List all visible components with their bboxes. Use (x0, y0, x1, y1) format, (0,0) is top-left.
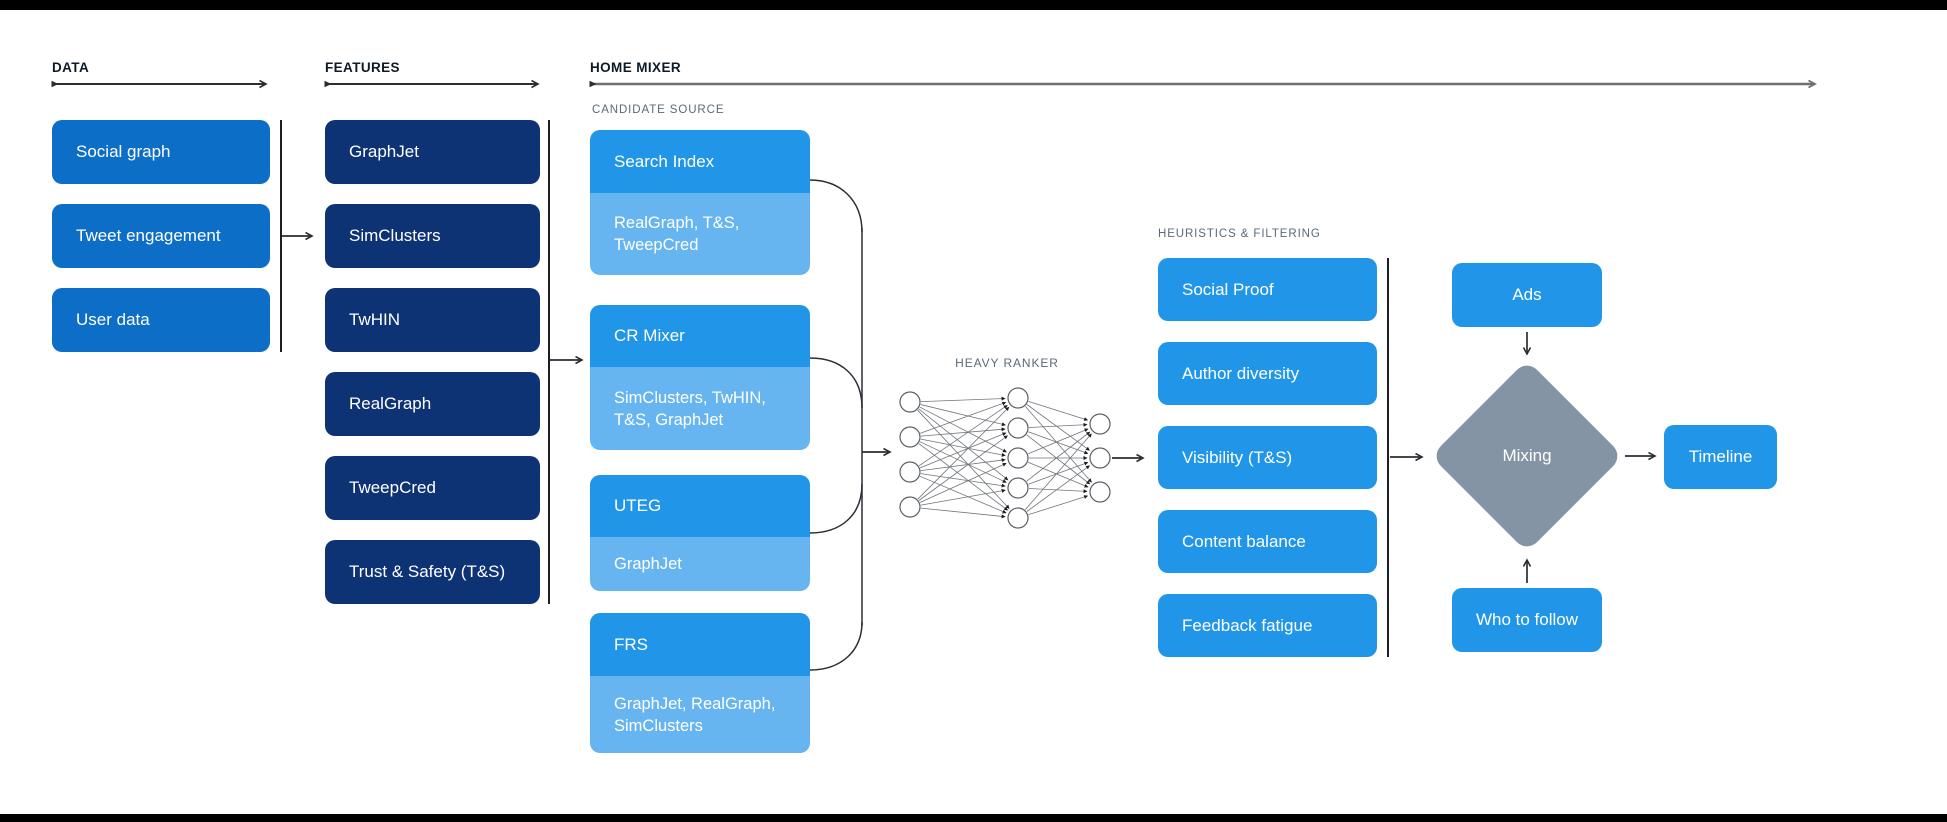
source-inputs: RealGraph, T&S, TweepCred (590, 193, 810, 275)
data-box-user-data: User data (52, 288, 270, 352)
heuristics-filtering-label: HEURISTICS & FILTERING (1158, 228, 1321, 240)
filter-box-visibility: Visibility (T&S) (1158, 426, 1377, 489)
feature-box-simclusters: SimClusters (325, 204, 540, 268)
who-to-follow-box: Who to follow (1452, 588, 1602, 652)
source-title: CR Mixer (590, 305, 810, 367)
home-mixer-section-header: HOME MIXER (590, 60, 682, 75)
ads-box: Ads (1452, 263, 1602, 327)
filter-box-content-balance: Content balance (1158, 510, 1377, 573)
source-box-frs: FRS GraphJet, RealGraph, SimClusters (590, 613, 810, 753)
bottom-letterbox-bar (0, 814, 1947, 822)
source-box-cr-mixer: CR Mixer SimClusters, TwHIN, T&S, GraphJ… (590, 305, 810, 450)
candidate-source-label: CANDIDATE SOURCE (592, 104, 725, 116)
filter-box-feedback-fatigue: Feedback fatigue (1158, 594, 1377, 657)
data-box-social-graph: Social graph (52, 120, 270, 184)
source-title: FRS (590, 613, 810, 676)
data-box-tweet-engagement: Tweet engagement (52, 204, 270, 268)
feature-box-graphjet: GraphJet (325, 120, 540, 184)
heavy-ranker-label: HEAVY RANKER (955, 356, 1059, 370)
source-inputs: GraphJet (590, 537, 810, 591)
source-box-uteg: UTEG GraphJet (590, 475, 810, 591)
features-section-header: FEATURES (325, 60, 400, 75)
source-inputs: SimClusters, TwHIN, T&S, GraphJet (590, 367, 810, 450)
feature-box-twhin: TwHIN (325, 288, 540, 352)
top-letterbox-bar (0, 0, 1947, 10)
heavy-ranker-network (899, 387, 1111, 529)
mixing-diamond-label: Mixing (1502, 446, 1552, 465)
source-title: Search Index (590, 130, 810, 193)
filter-box-social-proof: Social Proof (1158, 258, 1377, 321)
filter-box-author-diversity: Author diversity (1158, 342, 1377, 405)
feature-box-trust-safety: Trust & Safety (T&S) (325, 540, 540, 604)
feature-box-realgraph: RealGraph (325, 372, 540, 436)
source-inputs: GraphJet, RealGraph, SimClusters (590, 676, 810, 753)
data-section-header: DATA (52, 60, 90, 75)
source-collector (809, 179, 863, 671)
timeline-box: Timeline (1664, 425, 1777, 489)
source-title: UTEG (590, 475, 810, 537)
source-box-search-index: Search Index RealGraph, T&S, TweepCred (590, 130, 810, 275)
feature-box-tweepcred: TweepCred (325, 456, 540, 520)
